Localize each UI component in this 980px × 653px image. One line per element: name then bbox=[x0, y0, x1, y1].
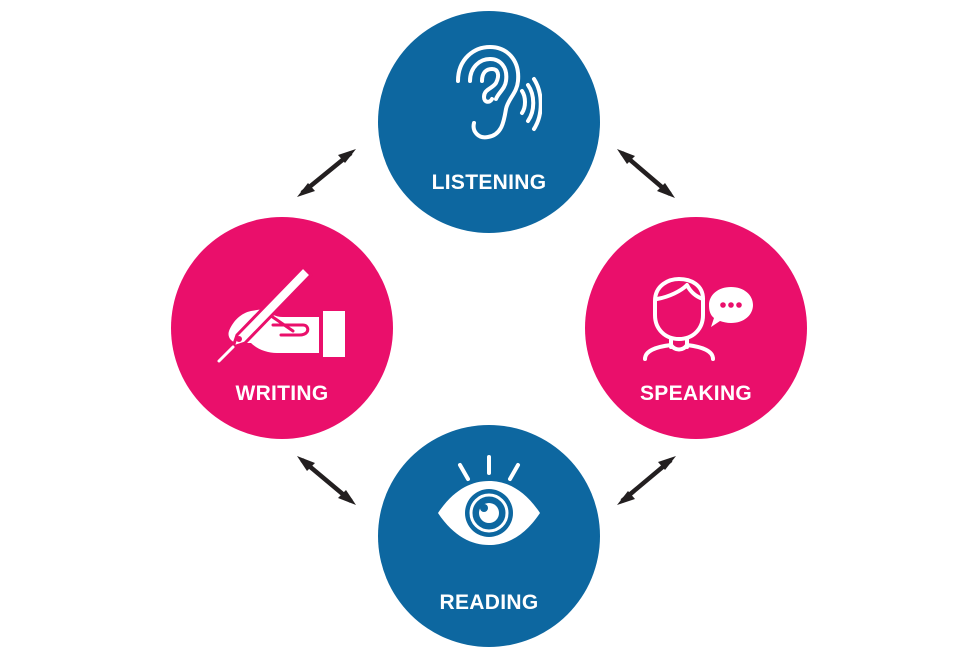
writing-hand-icon bbox=[217, 265, 345, 363]
arrow-speaking-reading bbox=[617, 456, 676, 505]
writing-node: WRITING bbox=[171, 217, 393, 439]
speaking-node: SPEAKING bbox=[585, 217, 807, 439]
reading-node: READING bbox=[378, 425, 600, 647]
arrow-writing-reading bbox=[297, 456, 356, 505]
speaker-head-icon bbox=[643, 277, 753, 361]
arrow-listening-speaking bbox=[617, 149, 675, 198]
arrow-listening-writing bbox=[297, 149, 356, 197]
ear-icon bbox=[456, 45, 542, 140]
speaking-label: SPEAKING bbox=[639, 382, 753, 405]
listening-node: LISTENING bbox=[378, 11, 600, 233]
listening-label: LISTENING bbox=[431, 171, 547, 194]
writing-label: WRITING bbox=[235, 382, 329, 405]
reading-label: READING bbox=[439, 591, 539, 614]
eye-icon bbox=[438, 455, 540, 545]
